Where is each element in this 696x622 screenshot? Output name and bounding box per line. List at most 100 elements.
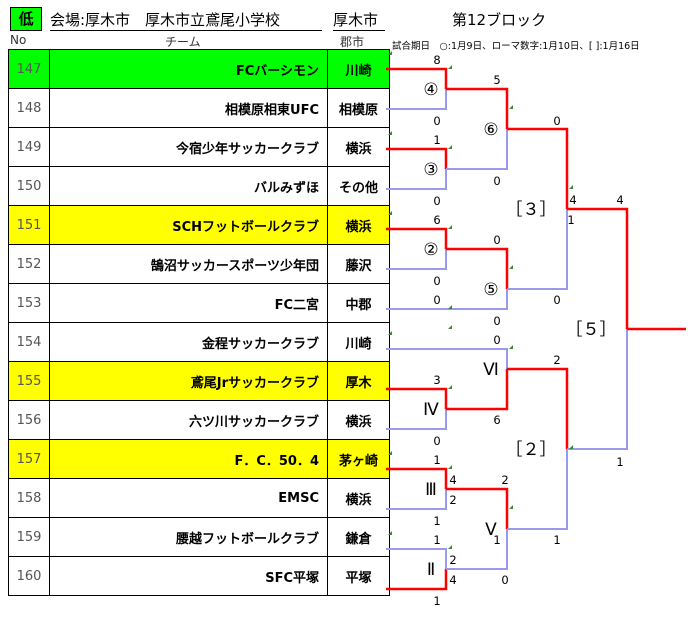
score-label: 0 xyxy=(493,174,500,188)
match-number-label: ⑤ xyxy=(483,280,498,300)
team-area: 横浜 xyxy=(327,205,390,245)
match-number-label: ［２］ xyxy=(506,440,557,460)
entry-tick-mark xyxy=(448,145,452,149)
team-number: 151 xyxy=(8,205,50,245)
match-number-label: Ⅲ xyxy=(425,480,437,500)
bracket-line-winner xyxy=(507,367,569,449)
entry-tick-mark xyxy=(388,331,392,335)
entry-tick-mark xyxy=(509,265,513,269)
bracket-line-loser xyxy=(567,329,628,450)
entry-tick-mark xyxy=(509,505,513,509)
score-label: 0 xyxy=(493,233,500,247)
bracket-line-winner xyxy=(567,207,629,329)
match-number-label: Ⅴ xyxy=(485,520,497,540)
team-number: 147 xyxy=(8,49,50,89)
team-number: 149 xyxy=(8,127,50,167)
bracket-line-loser xyxy=(386,289,508,310)
bracket-line-winner xyxy=(446,487,509,529)
score-label: 5 xyxy=(493,73,500,87)
team-area: 横浜 xyxy=(327,400,390,440)
match-number-label: Ⅵ xyxy=(483,360,499,380)
bracket-line-loser xyxy=(386,249,447,270)
bracket-line-loser xyxy=(446,129,508,170)
column-header-area: 郡市 xyxy=(340,35,365,49)
city-underline xyxy=(333,30,385,31)
bracket-line-winner xyxy=(386,387,448,409)
entry-tick-mark xyxy=(569,185,573,189)
score-label: 6 xyxy=(493,413,500,427)
bracket-line-winner xyxy=(507,127,569,209)
bracket-line-loser xyxy=(446,529,508,570)
team-name: 腰越フットボールクラブ xyxy=(49,517,328,557)
score-label: 2 xyxy=(501,473,508,487)
score-label: 4 xyxy=(569,193,576,207)
bracket-line-loser xyxy=(386,169,447,190)
score-label: 1 xyxy=(433,533,440,547)
entry-tick-mark xyxy=(448,225,452,229)
entry-tick-mark xyxy=(388,51,392,55)
bracket-line-winner xyxy=(386,67,448,89)
bracket-line-winner xyxy=(446,369,509,411)
team-area: 横浜 xyxy=(327,127,390,167)
entry-tick-mark xyxy=(448,465,452,469)
entry-tick-mark xyxy=(509,345,513,349)
bracket-line-winner xyxy=(446,247,509,289)
score-label: 2 xyxy=(553,353,560,367)
team-name: 鳶尾Jrサッカークラブ xyxy=(49,361,328,401)
bracket-line-winner xyxy=(386,569,448,591)
bracket-line-loser xyxy=(386,548,447,569)
city-label: 厚木市 xyxy=(333,11,379,29)
column-header-no: No xyxy=(10,33,27,47)
score-label: 3 xyxy=(433,373,440,387)
block-title: 第12ブロック xyxy=(452,11,547,29)
team-number: 157 xyxy=(8,439,50,479)
score-label: 0 xyxy=(501,573,508,587)
entry-tick-mark xyxy=(509,105,513,109)
grade-badge: 低 xyxy=(10,7,42,31)
bracket-line-winner xyxy=(386,227,448,249)
team-area: 横浜 xyxy=(327,478,390,518)
score-label: 1 xyxy=(493,533,500,547)
team-name: F．C．50．4 xyxy=(49,439,328,479)
bracket-line-loser xyxy=(386,89,447,110)
team-name: FC二宮 xyxy=(49,283,328,323)
score-label: 6 xyxy=(433,213,440,227)
score-label: 4 xyxy=(449,573,456,587)
match-number-label: Ⅱ xyxy=(427,560,435,580)
bracket-line-loser xyxy=(507,449,568,530)
score-label: 0 xyxy=(433,434,440,448)
score-label: 1 xyxy=(433,133,440,147)
match-number-label: ④ xyxy=(423,80,438,100)
team-name: 今宿少年サッカークラブ xyxy=(49,127,328,167)
venue-title: 会場:厚木市 厚木市立鳶尾小学校 xyxy=(50,11,281,29)
score-label: 8 xyxy=(433,53,440,67)
score-label: 0 xyxy=(433,114,440,128)
match-number-label: Ⅳ xyxy=(423,400,439,420)
match-number-label: ⑥ xyxy=(483,120,498,140)
score-label: 1 xyxy=(433,594,440,608)
entry-tick-mark xyxy=(448,545,452,549)
score-label: 1 xyxy=(616,455,623,469)
bracket-line-winner xyxy=(386,467,448,489)
entry-tick-mark xyxy=(569,445,573,449)
score-label: 4 xyxy=(449,473,456,487)
score-label: 0 xyxy=(433,274,440,288)
bracket-line-winner xyxy=(446,87,509,129)
bracket-line-loser xyxy=(386,409,447,430)
team-name: EMSC xyxy=(49,478,328,518)
score-label: 4 xyxy=(616,193,623,207)
entry-tick-mark xyxy=(388,211,392,215)
score-label: 0 xyxy=(553,293,560,307)
score-label: 0 xyxy=(433,194,440,208)
team-name: バルみずほ xyxy=(49,166,328,206)
team-number: 150 xyxy=(8,166,50,206)
bracket-line-loser xyxy=(386,348,508,369)
